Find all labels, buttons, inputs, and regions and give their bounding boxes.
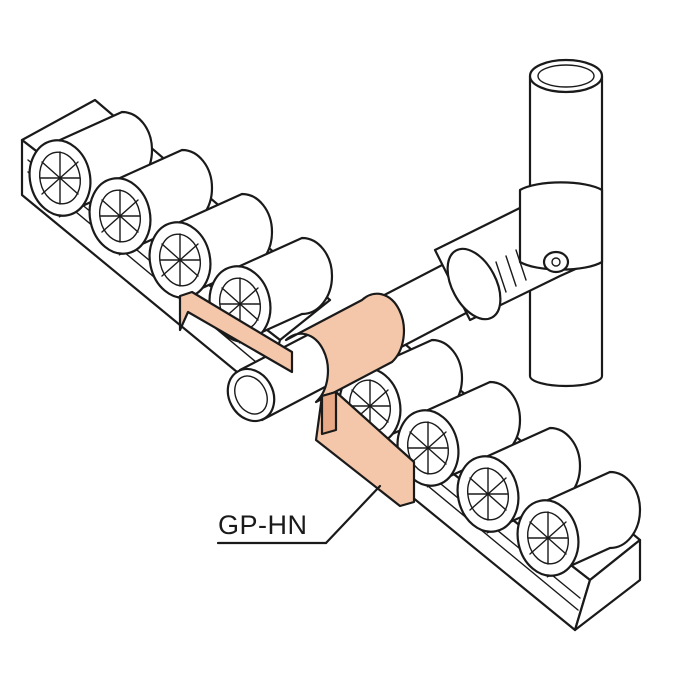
right-roller-track — [328, 338, 642, 632]
callout-leader — [216, 484, 382, 545]
bolt-head — [542, 250, 570, 274]
part-number-label: GP-HN — [218, 510, 308, 540]
pipe-sleeve — [284, 292, 405, 404]
left-bracket-plate — [178, 290, 294, 374]
gp-hn-part-highlight — [178, 290, 416, 508]
pipe-joint-connector — [433, 181, 604, 322]
left-roller-track — [20, 98, 334, 397]
